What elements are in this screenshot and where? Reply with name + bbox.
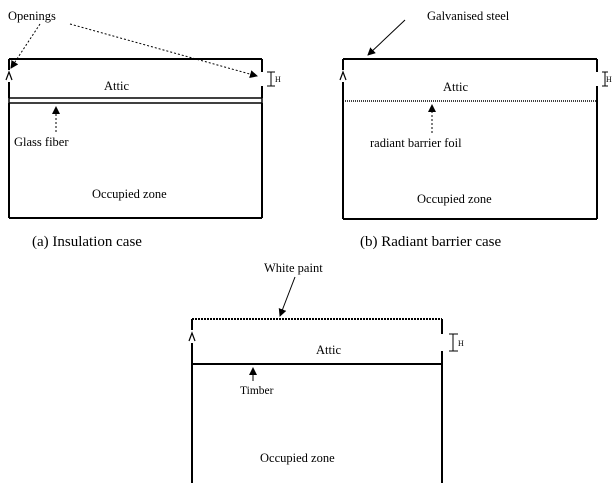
galvanised-steel-label: Galvanised steel [427,9,510,23]
white-paint-label: White paint [264,261,323,275]
height-label: H [275,75,281,84]
radiant-barrier-label: radiant barrier foil [370,136,462,150]
occupied-zone-label: Occupied zone [417,192,492,206]
opening-symbol-left [188,331,196,342]
panel-insulation-case: H Openings Attic Glass fiber Occupied zo… [5,9,281,250]
attic-label: Attic [104,79,129,93]
opening-symbol-left [339,70,347,81]
occupied-zone-label: Occupied zone [92,187,167,201]
galvanised-steel-leader [367,19,406,56]
timber-label: Timber [240,385,274,397]
glass-fiber-label: Glass fiber [14,135,69,149]
opening-symbol-left [5,70,13,81]
openings-leader-left [10,23,41,69]
height-dimension-marker: H [449,333,464,352]
height-label: H [458,339,464,348]
height-dimension-marker: H [602,71,612,87]
caption-insulation-case: (a) Insulation case [32,234,142,250]
caption-radiant-barrier-case: (b) Radiant barrier case [360,234,502,250]
openings-label: Openings [8,9,56,23]
attic-label: Attic [443,80,468,94]
panel-radiant-barrier-case: H Galvanised steel Attic radiant barrier… [339,9,612,250]
height-label: H [606,75,612,84]
occupied-zone-label: Occupied zone [260,451,335,465]
attic-label: Attic [316,343,341,357]
glass-fiber-layer [8,97,263,104]
height-dimension-marker: H [267,71,281,87]
white-paint-leader [278,276,296,317]
openings-leader-right [69,23,258,78]
panel-white-paint-case: H White paint Attic Timber Occupied zone [188,261,464,483]
